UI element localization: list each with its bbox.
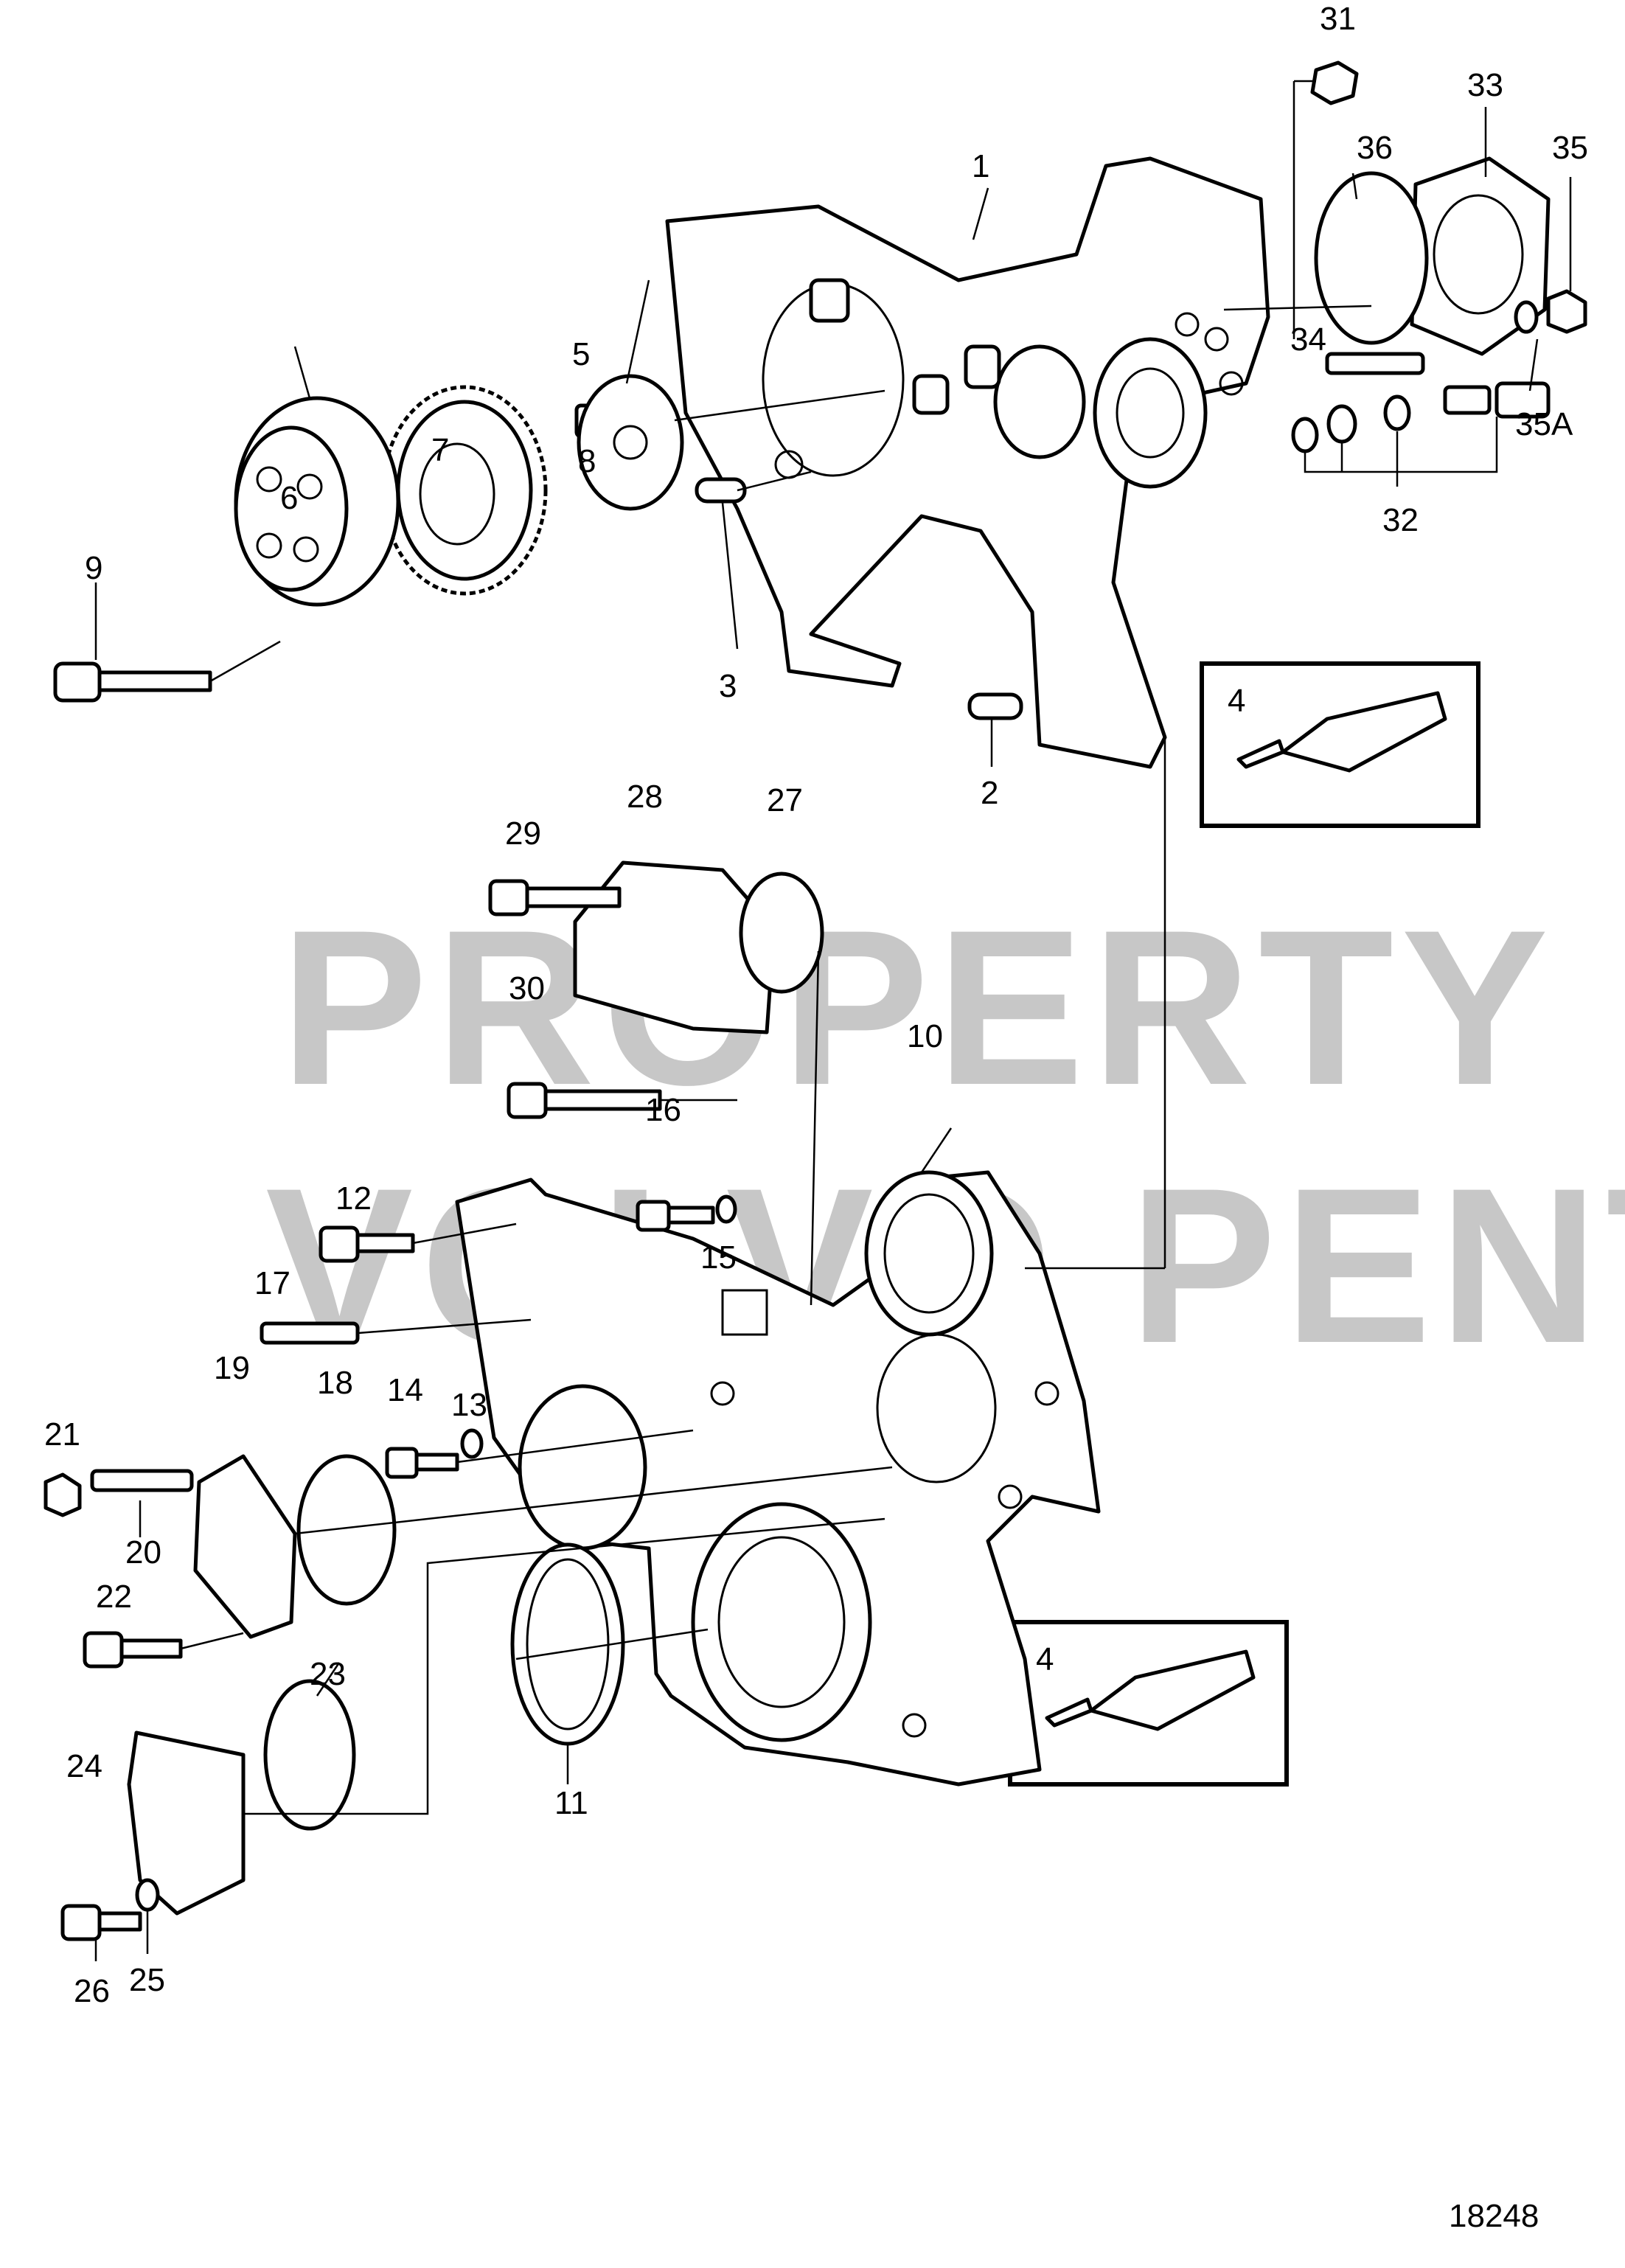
callout-35: 35 xyxy=(1552,130,1588,166)
callout-labels: 1 2 3 4 4 5 6 7 8 9 10 11 12 13 14 15 16… xyxy=(44,1,1588,2009)
watermark-line-1: PROPERTY OF xyxy=(280,883,1625,1131)
callout-28: 28 xyxy=(627,779,663,815)
callout-1: 1 xyxy=(972,148,989,184)
crankshaft-gear-7 xyxy=(381,385,548,596)
cover-24 xyxy=(127,1730,246,1916)
callout-27: 27 xyxy=(767,782,803,818)
callout-19: 19 xyxy=(214,1350,250,1386)
callout-29: 29 xyxy=(505,815,541,852)
callout-18: 18 xyxy=(317,1365,353,1401)
callout-10: 10 xyxy=(907,1018,943,1054)
callout-3: 3 xyxy=(719,668,737,704)
washer-13 xyxy=(460,1428,484,1459)
washer-32c xyxy=(1383,394,1411,431)
washer-25 xyxy=(135,1878,160,1912)
bolt-29 xyxy=(488,879,622,916)
timing-cover-10 xyxy=(455,1170,1101,1787)
washer-35a xyxy=(1514,300,1539,334)
callout-5: 5 xyxy=(572,336,590,372)
callout-9: 9 xyxy=(85,550,102,586)
callout-20: 20 xyxy=(125,1534,161,1570)
callout-11: 11 xyxy=(554,1785,588,1821)
callout-4-lower: 4 xyxy=(1036,1641,1054,1677)
washer-15 xyxy=(715,1194,737,1224)
callout-6: 6 xyxy=(280,480,298,516)
callout-30: 30 xyxy=(509,970,545,1006)
bolt-16 xyxy=(636,1200,715,1232)
cover-plate-28 xyxy=(573,860,776,1034)
bolt-14 xyxy=(385,1447,459,1479)
callout-8: 8 xyxy=(578,443,596,479)
callout-13: 13 xyxy=(451,1387,487,1423)
washer-32b xyxy=(1326,404,1357,444)
timing-gear-casing xyxy=(665,156,1270,769)
callout-21: 21 xyxy=(44,1416,80,1453)
stud-17 xyxy=(260,1321,360,1345)
gasket-27 xyxy=(739,872,824,994)
sensor-fitting xyxy=(1443,381,1551,419)
callout-14: 14 xyxy=(387,1372,423,1408)
cover-33 xyxy=(1410,156,1551,356)
callout-35a: 35A xyxy=(1515,406,1573,442)
bolt-26 xyxy=(60,1904,142,1941)
leader-lines xyxy=(94,80,1572,1961)
pulley-6 xyxy=(234,396,400,607)
stud-34 xyxy=(1325,352,1425,375)
callout-22: 22 xyxy=(96,1579,132,1615)
gasket-18 xyxy=(296,1454,397,1606)
bolt-22 xyxy=(83,1631,183,1669)
gasket-23 xyxy=(263,1679,356,1831)
callout-34: 34 xyxy=(1290,321,1326,358)
nut-31 xyxy=(1310,60,1359,105)
callout-16: 16 xyxy=(645,1092,681,1128)
callout-2: 2 xyxy=(981,775,998,811)
callout-26: 26 xyxy=(74,1973,110,2009)
sealant-box-upper xyxy=(1200,661,1480,828)
callout-24: 24 xyxy=(66,1748,102,1784)
dowel-pin-2 xyxy=(967,692,1023,720)
callout-7: 7 xyxy=(431,432,449,468)
stud-20 xyxy=(90,1469,194,1492)
callout-17: 17 xyxy=(254,1265,290,1301)
cover-19 xyxy=(193,1454,297,1639)
callout-31: 31 xyxy=(1320,1,1356,37)
callout-33: 33 xyxy=(1467,67,1503,103)
washer-32a xyxy=(1291,417,1319,453)
callout-23: 23 xyxy=(310,1656,346,1692)
callout-36: 36 xyxy=(1357,130,1393,166)
bolt-9 xyxy=(53,661,212,703)
flange-8 xyxy=(577,374,684,511)
nut-35 xyxy=(1546,289,1587,334)
nut-21 xyxy=(44,1472,82,1517)
callout-15: 15 xyxy=(700,1239,737,1276)
callout-12: 12 xyxy=(335,1180,372,1217)
dowel-pin-3 xyxy=(695,477,747,504)
callout-4-upper: 4 xyxy=(1228,683,1245,719)
o-ring-36 xyxy=(1314,171,1429,345)
callout-25: 25 xyxy=(129,1962,165,1998)
callout-32: 32 xyxy=(1382,502,1419,538)
drawing-number: 18248 xyxy=(1449,2198,1539,2234)
